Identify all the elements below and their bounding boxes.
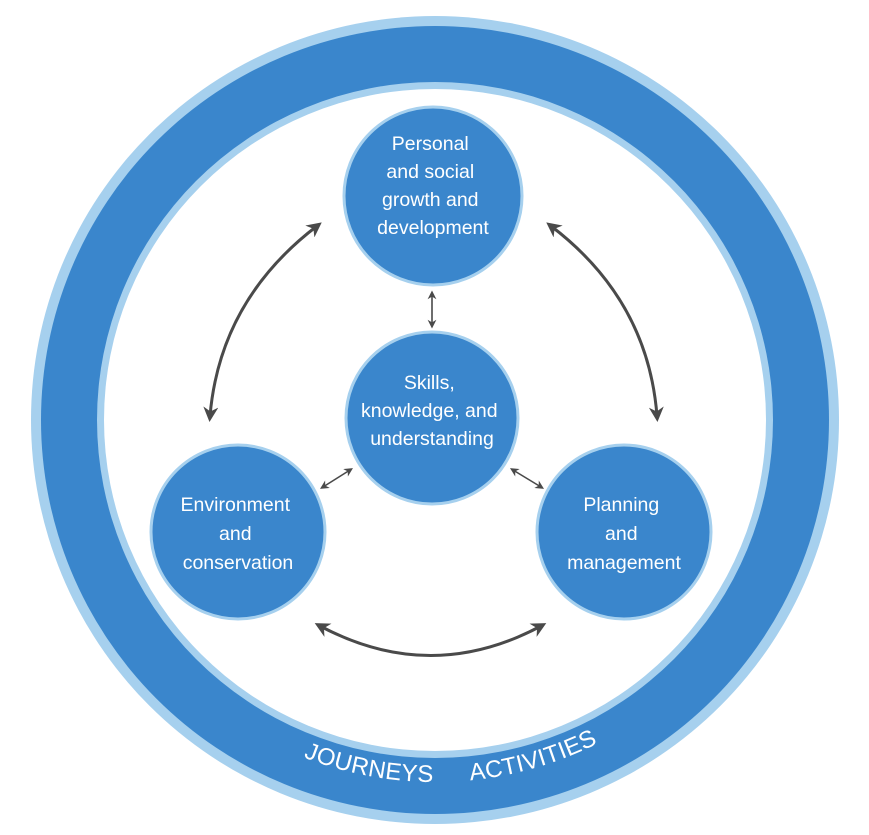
node-planning-label: Planning and management xyxy=(567,494,681,574)
node-personal-growth: Personal and social growth and developme… xyxy=(342,105,524,287)
node-environment-line-2: and xyxy=(219,523,252,545)
node-planning-circle xyxy=(535,443,713,621)
arrow-left-right xyxy=(314,623,547,657)
arrows xyxy=(203,222,664,657)
node-planning-line-3: management xyxy=(567,552,681,574)
node-personal-growth-line-1: Personal xyxy=(392,133,469,155)
node-personal-growth-line-3: growth and xyxy=(382,189,478,211)
node-environment-circle xyxy=(149,443,327,621)
node-personal-growth-label: Personal and social growth and developme… xyxy=(377,133,489,239)
node-skills: Skills, knowledge, and understanding xyxy=(344,330,520,506)
node-personal-growth-line-4: development xyxy=(377,217,489,239)
node-skills-circle xyxy=(344,330,520,506)
node-planning-line-2: and xyxy=(605,523,638,545)
arrow-top-left xyxy=(203,222,322,422)
node-environment: Environment and conservation xyxy=(149,443,327,621)
arrow-top-right xyxy=(546,222,664,422)
node-planning: Planning and management xyxy=(535,443,713,621)
arrow-center-right xyxy=(509,468,545,489)
node-personal-growth-circle xyxy=(342,105,524,287)
node-skills-line-3: understanding xyxy=(370,428,494,450)
node-personal-growth-line-2: and social xyxy=(386,161,474,183)
arrow-center-left xyxy=(320,468,353,489)
node-skills-line-2: knowledge, and xyxy=(361,400,498,422)
node-planning-line-1: Planning xyxy=(583,494,659,516)
node-skills-label: Skills, knowledge, and understanding xyxy=(361,372,503,450)
node-skills-line-1: Skills, xyxy=(404,372,455,394)
node-environment-line-1: Environment xyxy=(181,494,291,516)
node-environment-line-3: conservation xyxy=(183,552,294,574)
node-environment-label: Environment and conservation xyxy=(181,494,296,574)
